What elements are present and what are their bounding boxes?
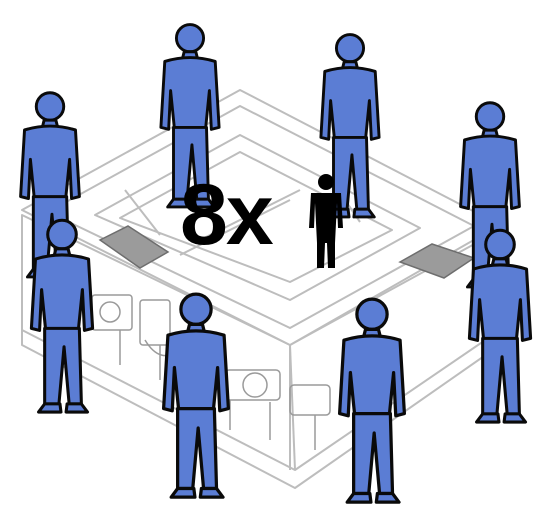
carrier-count-label: 8x (180, 172, 272, 258)
hot-tub (22, 90, 500, 488)
